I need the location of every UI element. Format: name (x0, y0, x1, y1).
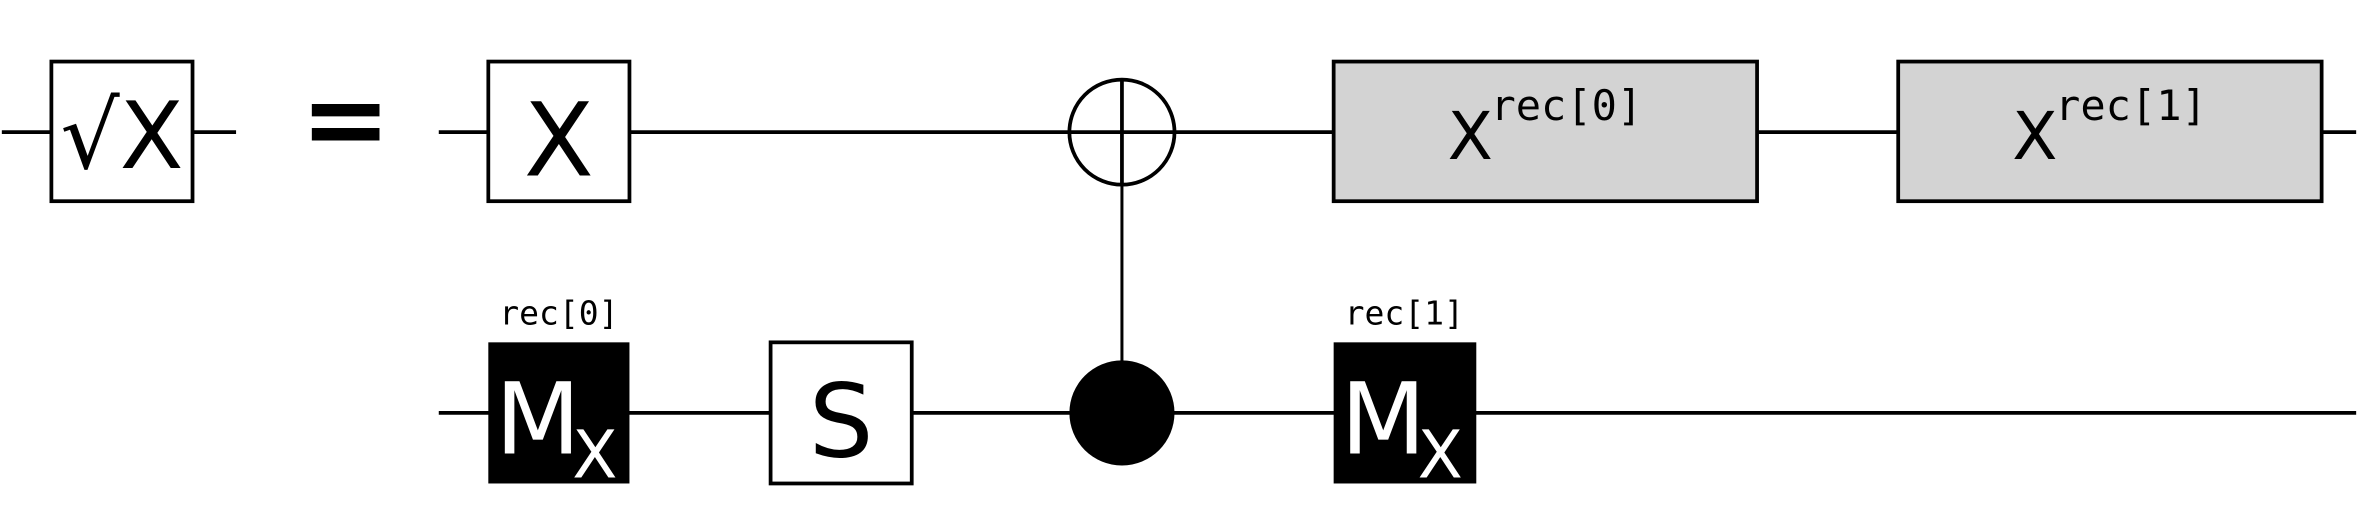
measure-x-gate-2: rec[1] M X (1333, 293, 1477, 493)
svg-text:√X: √X (60, 82, 183, 190)
svg-text:rec[0]: rec[0] (1490, 81, 1642, 130)
svg-text:X: X (1418, 416, 1463, 493)
measure-x-gate-1: rec[0] M X (488, 293, 630, 493)
feedback-x-gate-rec1: X rec[1] (1896, 59, 2324, 204)
svg-text:M: M (495, 362, 580, 477)
feedback-x-gate-rec0: X rec[0] (1331, 59, 1759, 204)
cnot-target (1067, 77, 1177, 187)
svg-text:rec[0]: rec[0] (499, 293, 618, 332)
sqrt-x-gate: √X (49, 59, 195, 204)
svg-text:rec[1]: rec[1] (2055, 81, 2207, 130)
s-gate: S (768, 340, 914, 486)
svg-text:S: S (809, 362, 874, 481)
svg-text:X: X (572, 416, 617, 493)
equals-sign: = (300, 57, 391, 182)
x-gate: X (486, 59, 632, 204)
svg-text:X: X (1448, 98, 1493, 175)
svg-text:X: X (2012, 98, 2057, 175)
svg-text:X: X (524, 82, 594, 201)
cnot-control-dot (1069, 360, 1175, 466)
svg-text:M: M (1340, 362, 1425, 477)
svg-text:rec[1]: rec[1] (1345, 293, 1464, 332)
